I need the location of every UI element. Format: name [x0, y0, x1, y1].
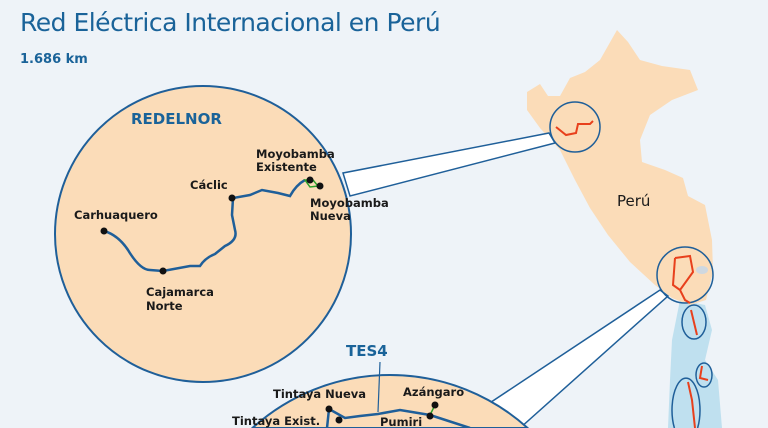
redelnor-detail-circle	[54, 85, 352, 383]
label-tintaya-nueva: Tintaya Nueva	[273, 387, 366, 401]
country-label: Perú	[617, 192, 650, 210]
label-cajamarca-2: Norte	[146, 299, 183, 313]
label-caclic: Cáclic	[190, 178, 228, 192]
label-moyobamba-existente-2: Existente	[256, 160, 317, 174]
label-tintaya-exist: Tintaya Exist.	[232, 414, 320, 428]
label-carhuaquero: Carhuaquero	[74, 208, 158, 222]
locator-circle-redelnor[interactable]	[549, 101, 601, 153]
label-moyobamba-nueva-2: Nueva	[310, 209, 351, 223]
label-pumiri: Pumiri	[380, 415, 422, 428]
label-moyobamba-existente: Moyobamba	[256, 147, 335, 161]
substation-dot	[100, 227, 108, 235]
label-azangaro: Azángaro	[403, 385, 464, 399]
locator-circle-4[interactable]	[695, 362, 713, 388]
chile-region	[668, 300, 722, 428]
page-title: Red Eléctrica Internacional en Perú	[20, 8, 441, 37]
label-cajamarca: Cajamarca	[146, 285, 214, 299]
locator-circle-5[interactable]	[671, 377, 701, 428]
network-name-redelnor: REDELNOR	[131, 110, 222, 128]
locator-circle-3[interactable]	[681, 304, 707, 340]
lake-icon	[696, 266, 708, 274]
substation-dot	[159, 267, 167, 275]
substation-dot	[228, 194, 236, 202]
tes4-detail-circle	[250, 373, 530, 428]
peru-shape	[527, 30, 713, 305]
substation-dot	[306, 176, 314, 184]
substation-dot	[316, 182, 324, 190]
redelnor-line	[103, 178, 306, 273]
locator-circle-tes4[interactable]	[656, 246, 714, 304]
total-length: 1.686 km	[20, 52, 88, 67]
network-name-tes4: TES4	[346, 342, 388, 360]
label-moyobamba-nueva: Moyobamba	[310, 196, 389, 210]
callout-wedge-redelnor	[342, 132, 557, 197]
